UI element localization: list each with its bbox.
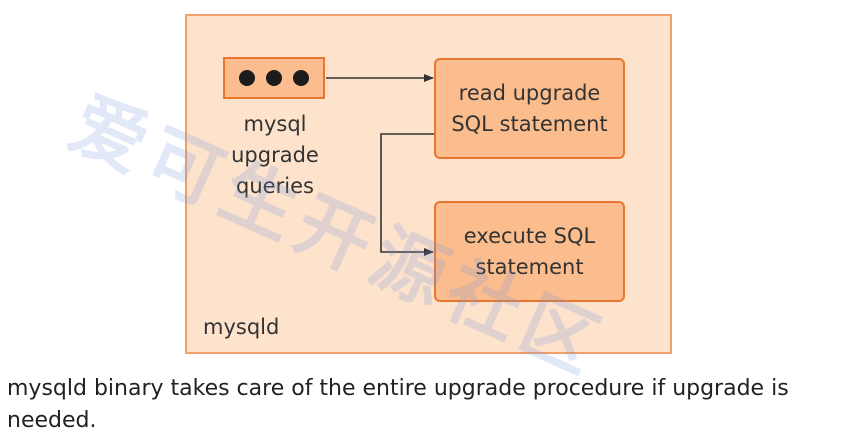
execute-box-line: statement [475,254,584,279]
queries-label-line: queries [236,174,314,198]
caption: mysqld binary takes care of the entire u… [7,376,789,433]
execute-box-line: execute SQL [463,223,596,248]
mysqld-label: mysqld [203,315,280,339]
execute-statement-box: execute SQL statement [434,201,625,302]
read-box-line: SQL statement [451,111,608,136]
queries-label: mysql upgrade queries [200,109,350,202]
queries-label-line: mysql [243,112,307,136]
queries-box [223,57,325,99]
queries-label-line: upgrade [231,143,319,167]
arrow-read-to-execute [380,133,434,256]
dot-icon [266,70,282,86]
read-box-line: read upgrade [458,80,601,105]
dot-icon [239,70,255,86]
read-statement-box: read upgrade SQL statement [434,58,625,159]
dot-icon [293,70,309,86]
